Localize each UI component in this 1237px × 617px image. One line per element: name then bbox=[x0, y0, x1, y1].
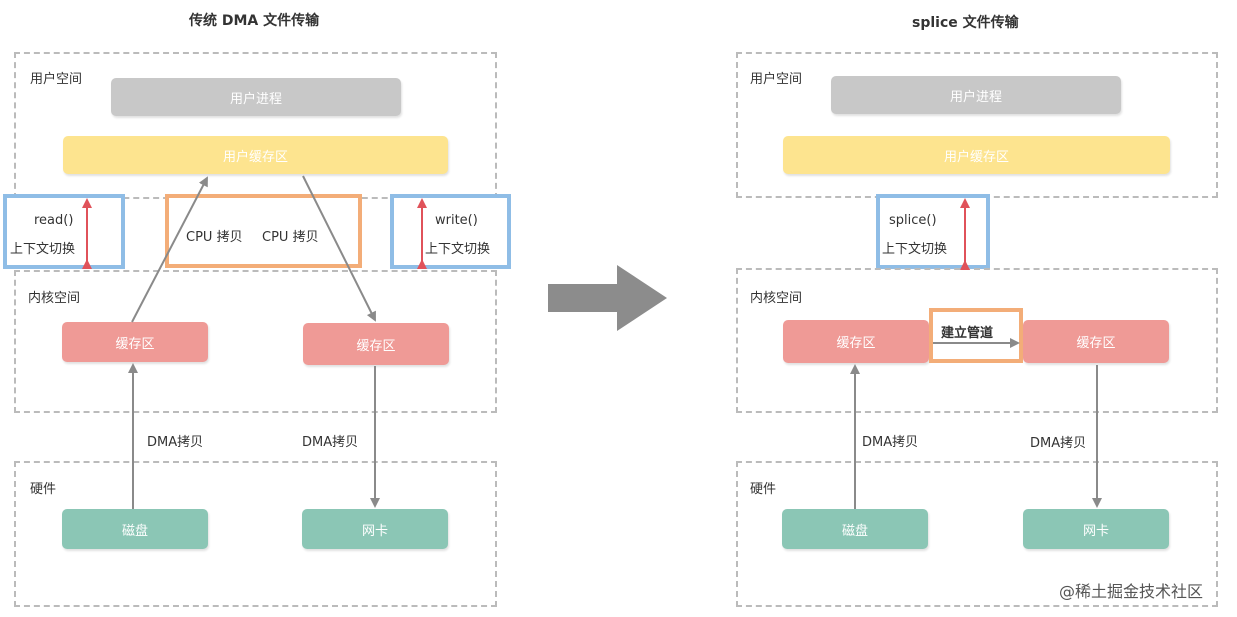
left-user-buffer-block: 用户缓存区 bbox=[63, 136, 448, 174]
transition-arrow bbox=[548, 265, 667, 331]
right-dma-copy-label-source: DMA拷贝 bbox=[862, 435, 919, 450]
left-hardware-label: 硬件 bbox=[30, 482, 57, 497]
watermark-text: @稀土掘金技术社区 bbox=[1059, 582, 1204, 601]
right-title: splice 文件传输 bbox=[912, 15, 1019, 31]
left-read-context-label: 上下文切换 bbox=[10, 242, 76, 257]
right-pipe-label: 建立管道 bbox=[941, 326, 994, 341]
right-kernel-space-label: 内核空间 bbox=[750, 291, 803, 306]
right-splice-context-box bbox=[876, 194, 990, 269]
left-write-context-box bbox=[390, 194, 511, 269]
right-pipe-box bbox=[929, 308, 1023, 363]
left-nic-block: 网卡 bbox=[302, 509, 448, 549]
right-dma-copy-label-dest: DMA拷贝 bbox=[1030, 436, 1087, 451]
left-cpu-copy-up-arrow bbox=[131, 176, 208, 323]
left-dma-copy-label-write: DMA拷贝 bbox=[302, 435, 359, 450]
left-title: 传统 DMA 文件传输 bbox=[189, 13, 320, 29]
right-user-process-block: 用户进程 bbox=[831, 76, 1121, 114]
left-cpu-copy-label-1: CPU 拷贝 bbox=[186, 230, 243, 245]
left-cpu-copy-box bbox=[165, 194, 362, 268]
left-disk-block: 磁盘 bbox=[62, 509, 208, 549]
left-read-context-box bbox=[3, 194, 125, 269]
left-read-call-label: read() bbox=[34, 213, 74, 228]
right-nic-block: 网卡 bbox=[1023, 509, 1169, 549]
right-splice-context-label: 上下文切换 bbox=[882, 242, 948, 257]
right-kernel-space-region bbox=[736, 268, 1218, 413]
left-write-context-label: 上下文切换 bbox=[425, 242, 491, 257]
left-dma-copy-label-read: DMA拷贝 bbox=[147, 435, 204, 450]
right-kernel-buffer-dest: 缓存区 bbox=[1023, 320, 1169, 363]
right-user-buffer-block: 用户缓存区 bbox=[783, 136, 1170, 174]
right-hardware-region bbox=[736, 461, 1218, 607]
left-hardware-region bbox=[14, 461, 497, 607]
left-user-process-block: 用户进程 bbox=[111, 78, 401, 116]
right-kernel-buffer-source: 缓存区 bbox=[783, 320, 929, 363]
left-cpu-copy-down-arrow bbox=[302, 175, 376, 322]
left-user-space-label: 用户空间 bbox=[30, 72, 83, 87]
right-splice-call-label: splice() bbox=[889, 213, 937, 228]
right-disk-block: 磁盘 bbox=[782, 509, 928, 549]
right-user-space-label: 用户空间 bbox=[750, 72, 803, 87]
left-write-call-label: write() bbox=[435, 213, 478, 228]
right-hardware-label: 硬件 bbox=[750, 482, 777, 497]
left-kernel-buffer-write: 缓存区 bbox=[303, 323, 449, 365]
left-kernel-space-label: 内核空间 bbox=[28, 291, 81, 306]
left-kernel-buffer-read: 缓存区 bbox=[62, 322, 208, 362]
left-cpu-copy-label-2: CPU 拷贝 bbox=[262, 230, 319, 245]
left-kernel-space-region bbox=[14, 270, 497, 413]
